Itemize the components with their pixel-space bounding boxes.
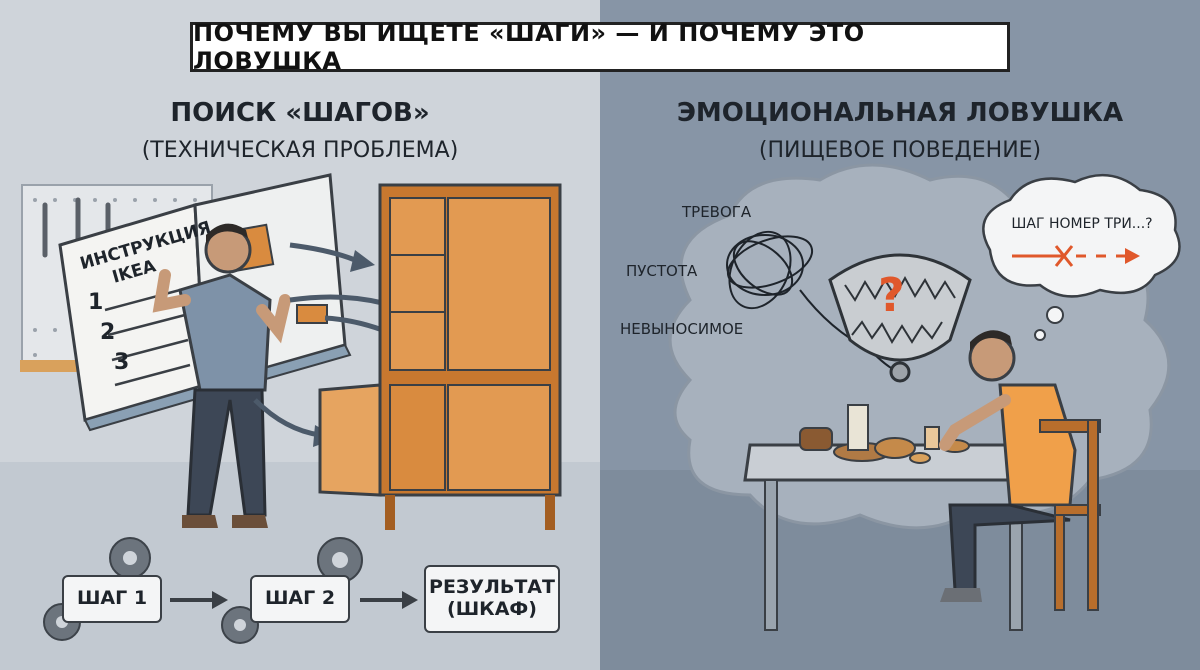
- man-assembling: [152, 223, 291, 528]
- step-2-box: ШАГ 2: [250, 575, 350, 623]
- anxiety-scribble: [726, 230, 901, 373]
- result-line2: (ШКАФ): [447, 598, 537, 620]
- book-part-illustration: [296, 304, 328, 324]
- book-number-1: 1: [88, 290, 104, 315]
- result-box: РЕЗУЛЬТАТ (ШКАФ): [424, 565, 560, 633]
- step-1-box: ШАГ 1: [62, 575, 162, 623]
- left-heading: ПОИСК «ШАГОВ»: [170, 98, 430, 128]
- open-door: [318, 383, 382, 497]
- bear-trap-icon: [828, 253, 972, 383]
- shelf-wood: [20, 360, 80, 372]
- right-heading: ЭМОЦИОНАЛЬНАЯ ЛОВУШКА: [676, 98, 1124, 128]
- right-illustration: [668, 163, 1181, 631]
- feeling-anxiety: ТРЕВОГА: [682, 203, 752, 221]
- chair: [1039, 419, 1101, 433]
- banner-title: ПОЧЕМУ ВЫ ИЩЕТЕ «ШАГИ» — И ПОЧЕМУ ЭТО ЛО…: [193, 19, 865, 75]
- left-illustration: [20, 173, 562, 644]
- thought-bubble: [982, 173, 1181, 298]
- feeling-unbearable: НЕВЫНОСИМОЕ: [620, 320, 744, 338]
- dining-table: [743, 443, 1047, 631]
- left-subheading: (ТЕХНИЧЕСКАЯ ПРОБЛЕМА): [141, 138, 459, 163]
- book-number-2: 2: [100, 320, 116, 345]
- right-panel: ЭМОЦИОНАЛЬНАЯ ЛОВУШКА (ПИЩЕВОЕ ПОВЕДЕНИЕ…: [600, 0, 1200, 670]
- wardrobe: [318, 183, 562, 530]
- book-number-3: 3: [114, 350, 130, 375]
- title-banner: ПОЧЕМУ ВЫ ИЩЕТЕ «ШАГИ» — И ПОЧЕМУ ЭТО ЛО…: [190, 19, 1010, 75]
- pegboard-holes: [33, 198, 197, 357]
- thought-text: ШАГ НОМЕР ТРИ...?: [1011, 216, 1153, 232]
- broken-path-arrow: [1012, 245, 1126, 267]
- right-subheading: (ПИЩЕВОЕ ПОВЕДЕНИЕ): [758, 138, 1042, 163]
- man-eating: [939, 330, 1101, 611]
- left-panel: ПОИСК «ШАГОВ» (ТЕХНИЧЕСКАЯ ПРОБЛЕМА) ИНС…: [0, 98, 600, 670]
- result-line1: РЕЗУЛЬТАТ: [429, 576, 555, 599]
- feeling-emptiness: ПУСТОТА: [626, 262, 698, 280]
- trap-question-mark: ?: [878, 268, 905, 322]
